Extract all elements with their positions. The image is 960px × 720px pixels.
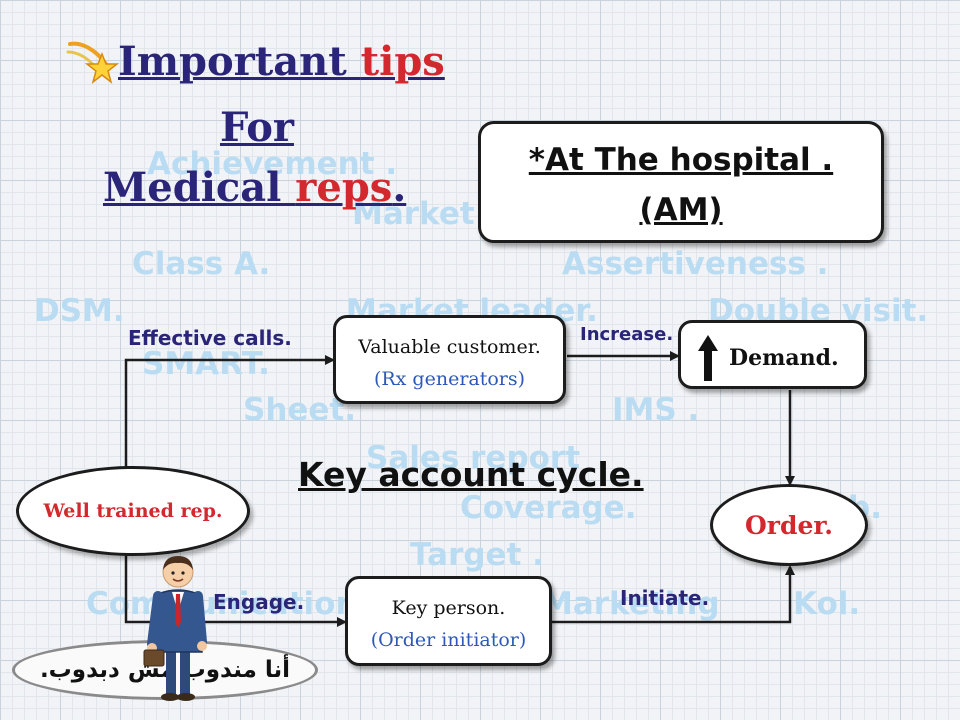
order-label: Order. — [745, 510, 833, 540]
header-line-2: (AM) — [639, 192, 723, 228]
title-period: . — [392, 164, 407, 211]
title-for: For — [220, 104, 294, 151]
node-demand: Demand. — [678, 320, 867, 389]
header-line-1: *At The hospital . — [528, 142, 834, 178]
title-reps: reps — [295, 164, 393, 211]
sparkle-star-icon — [66, 41, 120, 84]
watermark: Market — [352, 196, 475, 232]
hospital-header-box: *At The hospital . (AM) — [478, 121, 884, 243]
edge-engage — [124, 552, 347, 627]
node-order: Order. — [710, 484, 868, 566]
watermark: Class A. — [132, 246, 271, 282]
node-key-person: Key person. (Order initiator) — [345, 576, 552, 666]
title-medical: Medical — [103, 164, 296, 211]
cycle-title: Key account cycle. — [298, 455, 644, 494]
rep-label: Well trained rep. — [43, 500, 223, 522]
label-engage: Engage. — [213, 590, 305, 614]
key-person-line-2: (Order initiator) — [370, 629, 527, 651]
watermark: Achievement . — [147, 146, 398, 182]
key-person-line-1: Key person. — [391, 597, 506, 619]
edge-initiate — [552, 565, 795, 624]
edge-effective-calls — [124, 355, 335, 482]
up-arrow-icon — [698, 335, 718, 381]
title-important: Important — [118, 38, 361, 85]
title-line-3: Medical reps. — [103, 164, 406, 211]
label-increase: Increase. — [580, 324, 674, 345]
watermark: Target . — [410, 537, 544, 573]
node-well-trained-rep: Well trained rep. — [16, 466, 250, 556]
watermark: SMART. — [142, 346, 270, 382]
title-line-2: For — [220, 104, 294, 151]
businessman-illustration — [143, 556, 207, 701]
watermark: Communication — [86, 586, 358, 622]
watermark: Marketing — [542, 586, 720, 622]
watermark: IMS . — [612, 392, 700, 428]
watermark: Coverage. — [460, 490, 637, 526]
valuable-line-1: Valuable customer. — [358, 336, 541, 358]
title-line-1: Important tips — [118, 38, 445, 85]
title-tips: tips — [360, 38, 445, 85]
watermark: Kol. — [793, 586, 861, 622]
arabic-caption: أنا مندوب مش دبدوب. — [39, 657, 291, 683]
valuable-line-2: (Rx generators) — [373, 368, 526, 390]
watermark: DSM. — [34, 293, 125, 329]
node-valuable-customer: Valuable customer. (Rx generators) — [333, 315, 566, 404]
watermark: Sales report — [366, 440, 581, 476]
watermark: Assertiveness . — [562, 246, 829, 282]
label-initiate: Initiate. — [620, 586, 710, 610]
label-effective-calls: Effective calls. — [128, 326, 292, 350]
demand-label: Demand. — [729, 345, 839, 371]
